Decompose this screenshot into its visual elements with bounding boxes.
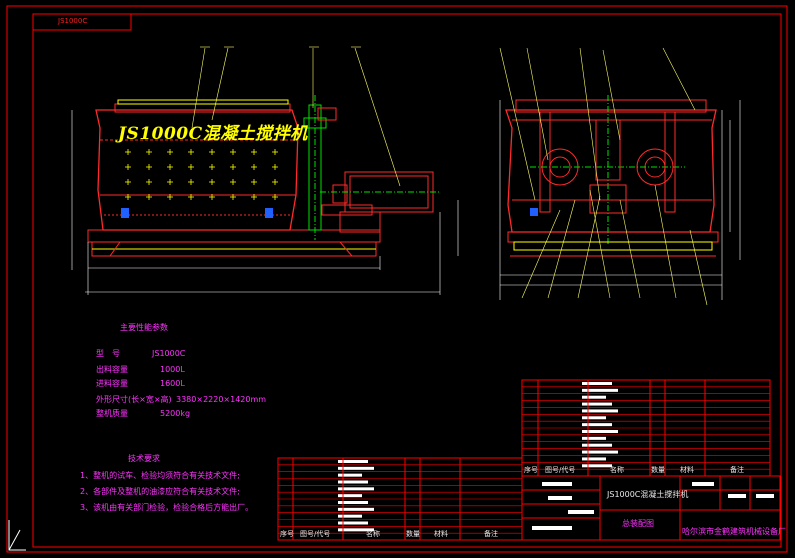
col-header: 材料 — [434, 530, 448, 538]
side-view — [71, 46, 459, 295]
col-header: 数量 — [651, 466, 665, 474]
drawing-code-label: JS1000C — [58, 17, 88, 25]
param-value: 3380×2220×1420mm — [176, 395, 267, 404]
code-box — [32, 13, 132, 31]
col-header: 序号 — [524, 466, 538, 474]
blue-bolt — [121, 208, 129, 218]
col-header: 备注 — [484, 530, 498, 538]
param-value: 5200kg — [160, 409, 191, 418]
drawing-type: 总装配图 — [622, 519, 654, 528]
col-header: 名称 — [610, 466, 624, 474]
requirement-item: 1、整机的试车、检验均须符合有关技术文件; — [80, 471, 240, 480]
param-value: 1000L — [160, 365, 185, 374]
param-label: 进料容量 — [96, 379, 128, 388]
param-label: 整机质量 — [96, 409, 128, 418]
title-block — [521, 475, 781, 541]
machine-title: JS1000C混凝土搅拌机 — [118, 124, 308, 144]
param-label: 外形尺寸(长×宽×高) — [96, 395, 172, 404]
requirement-item: 2、各部件及整机的油漆应符合有关技术文件; — [80, 487, 240, 496]
col-header: 图号/代号 — [545, 466, 576, 474]
parts-list-left — [277, 457, 523, 541]
company-name: 哈尔滨市金鹤建筑机械设备厂 — [682, 527, 786, 536]
col-header: 图号/代号 — [300, 530, 331, 538]
requirements-heading: 技术要求 — [128, 454, 160, 463]
parts-list-right — [521, 379, 771, 477]
col-header: 序号 — [280, 530, 294, 538]
params-heading: 主要性能参数 — [120, 323, 168, 332]
param-value: 1600L — [160, 379, 185, 388]
param-value: JS1000C — [152, 349, 186, 358]
param-label: 型 号 — [96, 349, 120, 358]
outer-border — [6, 5, 788, 553]
col-header: 数量 — [406, 530, 420, 538]
requirement-item: 3、该机由有关部门检验，检验合格后方能出厂。 — [80, 503, 254, 512]
col-header: 材料 — [680, 466, 694, 474]
col-header: 备注 — [730, 466, 744, 474]
param-label: 出料容量 — [96, 365, 128, 374]
weld-markers — [125, 149, 278, 200]
drawing-name: JS1000C混凝土搅拌机 — [607, 490, 689, 499]
end-view — [499, 47, 741, 306]
ucs-cursor-icon — [8, 520, 26, 551]
col-header: 名称 — [366, 530, 380, 538]
inner-border — [32, 13, 782, 548]
